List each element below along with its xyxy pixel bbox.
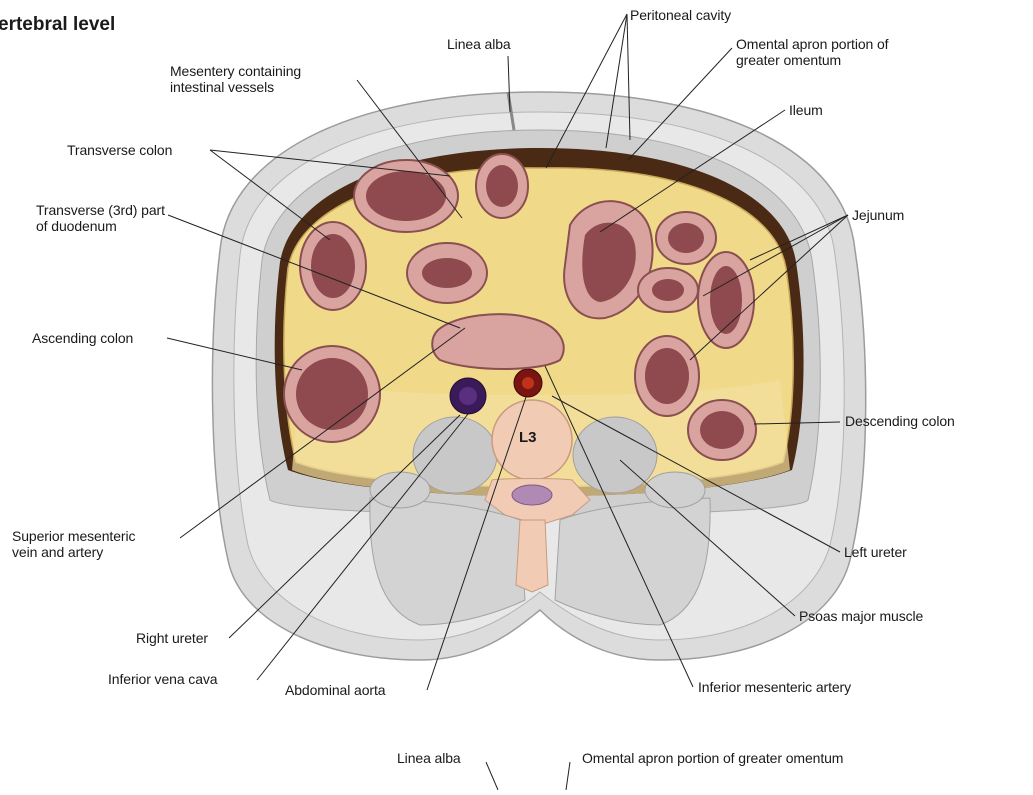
label-mesentery-1: Mesentery containing: [170, 63, 301, 79]
back-muscle-left: [370, 498, 525, 625]
label-smv-1: Superior mesenteric: [12, 528, 135, 544]
label-mesentery-2: intestinal vessels: [170, 79, 274, 95]
label-ascending-colon: Ascending colon: [32, 330, 133, 346]
label-bottom-linea-alba: Linea alba: [397, 750, 461, 766]
label-omental-apron-2: greater omentum: [736, 52, 841, 68]
label-duodenum-2: of duodenum: [36, 218, 117, 234]
label-descending-colon: Descending colon: [845, 413, 955, 429]
label-omental-apron-1: Omental apron portion of: [736, 36, 888, 52]
label-transverse-colon: Transverse colon: [67, 142, 172, 158]
label-right-ureter: Right ureter: [136, 630, 208, 646]
label-bottom-omental-apron: Omental apron portion of greater omentum: [582, 750, 843, 766]
label-vertebra-l3: L3: [519, 430, 536, 446]
label-ileum: Ileum: [789, 102, 823, 118]
label-psoas-major: Psoas major muscle: [799, 608, 923, 624]
label-jejunum: Jejunum: [852, 207, 904, 223]
spinal-canal: [512, 485, 552, 505]
figure-title: ertebral level: [0, 14, 115, 36]
label-linea-alba: Linea alba: [447, 36, 511, 52]
label-smv-2: vein and artery: [12, 544, 103, 560]
spinous-process: [516, 520, 548, 592]
ql-left: [370, 472, 430, 508]
duodenum: [432, 314, 564, 369]
label-left-ureter: Left ureter: [844, 544, 907, 560]
label-inferior-mesenteric-artery: Inferior mesenteric artery: [698, 679, 851, 695]
label-abdominal-aorta: Abdominal aorta: [285, 682, 385, 698]
label-duodenum-1: Transverse (3rd) part: [36, 202, 165, 218]
label-inferior-vena-cava: Inferior vena cava: [108, 671, 217, 687]
back-muscle-right: [555, 498, 710, 625]
label-peritoneal-cavity: Peritoneal cavity: [630, 7, 731, 23]
